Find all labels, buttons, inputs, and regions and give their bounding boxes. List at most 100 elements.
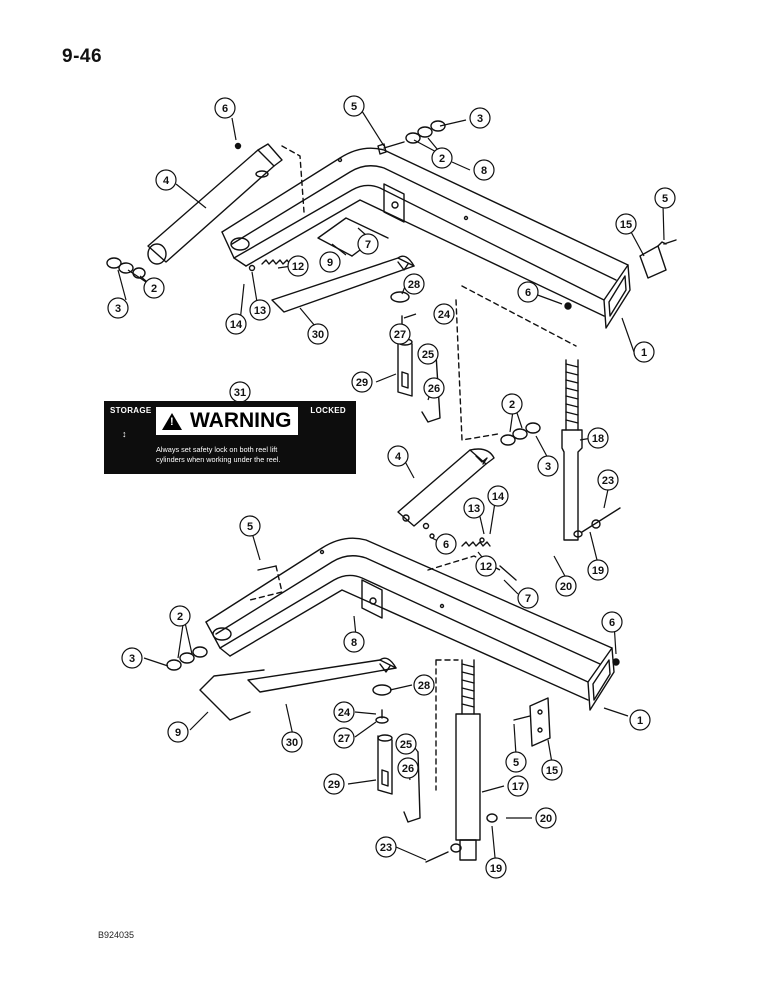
callout-circle — [615, 213, 637, 235]
lower-threaded-rod — [455, 659, 481, 861]
callout-circle — [121, 647, 143, 669]
callout-number: 15 — [546, 765, 558, 777]
callout-number: 6 — [525, 287, 531, 299]
callout-circle — [517, 281, 539, 303]
callout-circle — [501, 393, 523, 415]
callout-circle — [397, 757, 419, 779]
callout-number: 1 — [641, 347, 647, 359]
callout-8: 8 — [343, 631, 365, 653]
callout-circle — [435, 533, 457, 555]
callout-circle — [505, 751, 527, 773]
callout-31: 31 — [229, 381, 251, 403]
callout-circle — [333, 727, 355, 749]
warning-decal: STORAGE LOCKED ↕ ! WARNING Always set sa… — [104, 401, 356, 474]
callout-24: 24 — [433, 303, 455, 325]
callout-13: 13 — [463, 497, 485, 519]
callout-3: 3 — [537, 455, 559, 477]
callout-number: 5 — [351, 101, 357, 113]
callout-3: 3 — [469, 107, 491, 129]
callout-number: 4 — [395, 451, 402, 463]
callout-number: 28 — [408, 279, 420, 291]
callout-26: 26 — [397, 757, 419, 779]
decal-message-line2: cylinders when working under the reel. — [156, 455, 281, 464]
decal-message: Always set safety lock on both reel lift… — [156, 445, 351, 465]
callout-2: 2 — [143, 277, 165, 299]
callout-number: 5 — [247, 521, 253, 533]
callout-circle — [357, 233, 379, 255]
callout-circle — [343, 631, 365, 653]
callout-25: 25 — [395, 733, 417, 755]
callout-number: 31 — [234, 387, 246, 399]
callout-number: 15 — [620, 219, 632, 231]
callout-number: 7 — [365, 239, 371, 251]
callout-29: 29 — [351, 371, 373, 393]
callout-number: 3 — [129, 653, 135, 665]
callout-number: 24 — [338, 707, 351, 719]
callout-2: 2 — [431, 147, 453, 169]
callout-12: 12 — [475, 555, 497, 577]
callout-5: 5 — [654, 187, 676, 209]
callout-3: 3 — [121, 647, 143, 669]
warning-triangle-icon: ! — [162, 412, 182, 430]
callout-number: 5 — [513, 757, 519, 769]
callout-6: 6 — [601, 611, 623, 633]
callout-number: 13 — [468, 503, 480, 515]
callout-circle — [214, 97, 236, 119]
callout-number: 2 — [151, 283, 157, 295]
callout-number: 30 — [286, 737, 298, 749]
callout-number: 20 — [540, 813, 552, 825]
decal-storage-label: STORAGE — [110, 406, 152, 415]
callout-number: 3 — [115, 303, 121, 315]
callout-circle — [417, 343, 439, 365]
callout-8: 8 — [473, 159, 495, 181]
callout-18: 18 — [587, 427, 609, 449]
figure-code: B924035 — [98, 930, 135, 940]
callout-13: 13 — [249, 299, 271, 321]
callout-circle — [423, 377, 445, 399]
callout-circle — [287, 255, 309, 277]
callout-9: 9 — [167, 721, 189, 743]
decal-message-line1: Always set safety lock on both reel lift — [156, 445, 278, 454]
callout-number: 12 — [292, 261, 304, 273]
callout-circle — [395, 733, 417, 755]
callout-number: 8 — [481, 165, 487, 177]
callout-circle — [555, 575, 577, 597]
callout-number: 17 — [512, 781, 524, 793]
callout-circle — [413, 674, 435, 696]
callout-number: 20 — [560, 581, 572, 593]
callout-number: 2 — [177, 611, 183, 623]
callout-5: 5 — [343, 95, 365, 117]
callout-9: 9 — [319, 251, 341, 273]
callout-number: 1 — [637, 715, 643, 727]
callout-number: 27 — [394, 329, 406, 341]
callout-24: 24 — [333, 701, 355, 723]
callout-circle — [629, 709, 651, 731]
callout-number: 26 — [428, 383, 440, 395]
callout-circle — [387, 445, 409, 467]
callout-30: 30 — [281, 731, 303, 753]
callout-number: 13 — [254, 305, 266, 317]
callout-number: 25 — [422, 349, 434, 361]
callout-number: 6 — [609, 617, 615, 629]
callout-circle — [597, 469, 619, 491]
callout-number: 6 — [443, 539, 449, 551]
callout-circle — [473, 159, 495, 181]
callout-3: 3 — [107, 297, 129, 319]
callout-19: 19 — [587, 559, 609, 581]
callout-28: 28 — [403, 273, 425, 295]
callout-circle — [249, 299, 271, 321]
decal-locked-label: LOCKED — [310, 406, 346, 415]
callout-circle — [507, 775, 529, 797]
lower-reel-arm — [205, 537, 615, 711]
callout-number: 14 — [492, 491, 505, 503]
callout-number: 8 — [351, 637, 357, 649]
callout-5: 5 — [239, 515, 261, 537]
callout-number: 7 — [525, 593, 531, 605]
callout-circle — [475, 555, 497, 577]
callout-6: 6 — [214, 97, 236, 119]
callout-circle — [537, 455, 559, 477]
callout-circle — [225, 313, 247, 335]
callout-circle — [143, 277, 165, 299]
upper-reel-arm — [221, 147, 631, 329]
